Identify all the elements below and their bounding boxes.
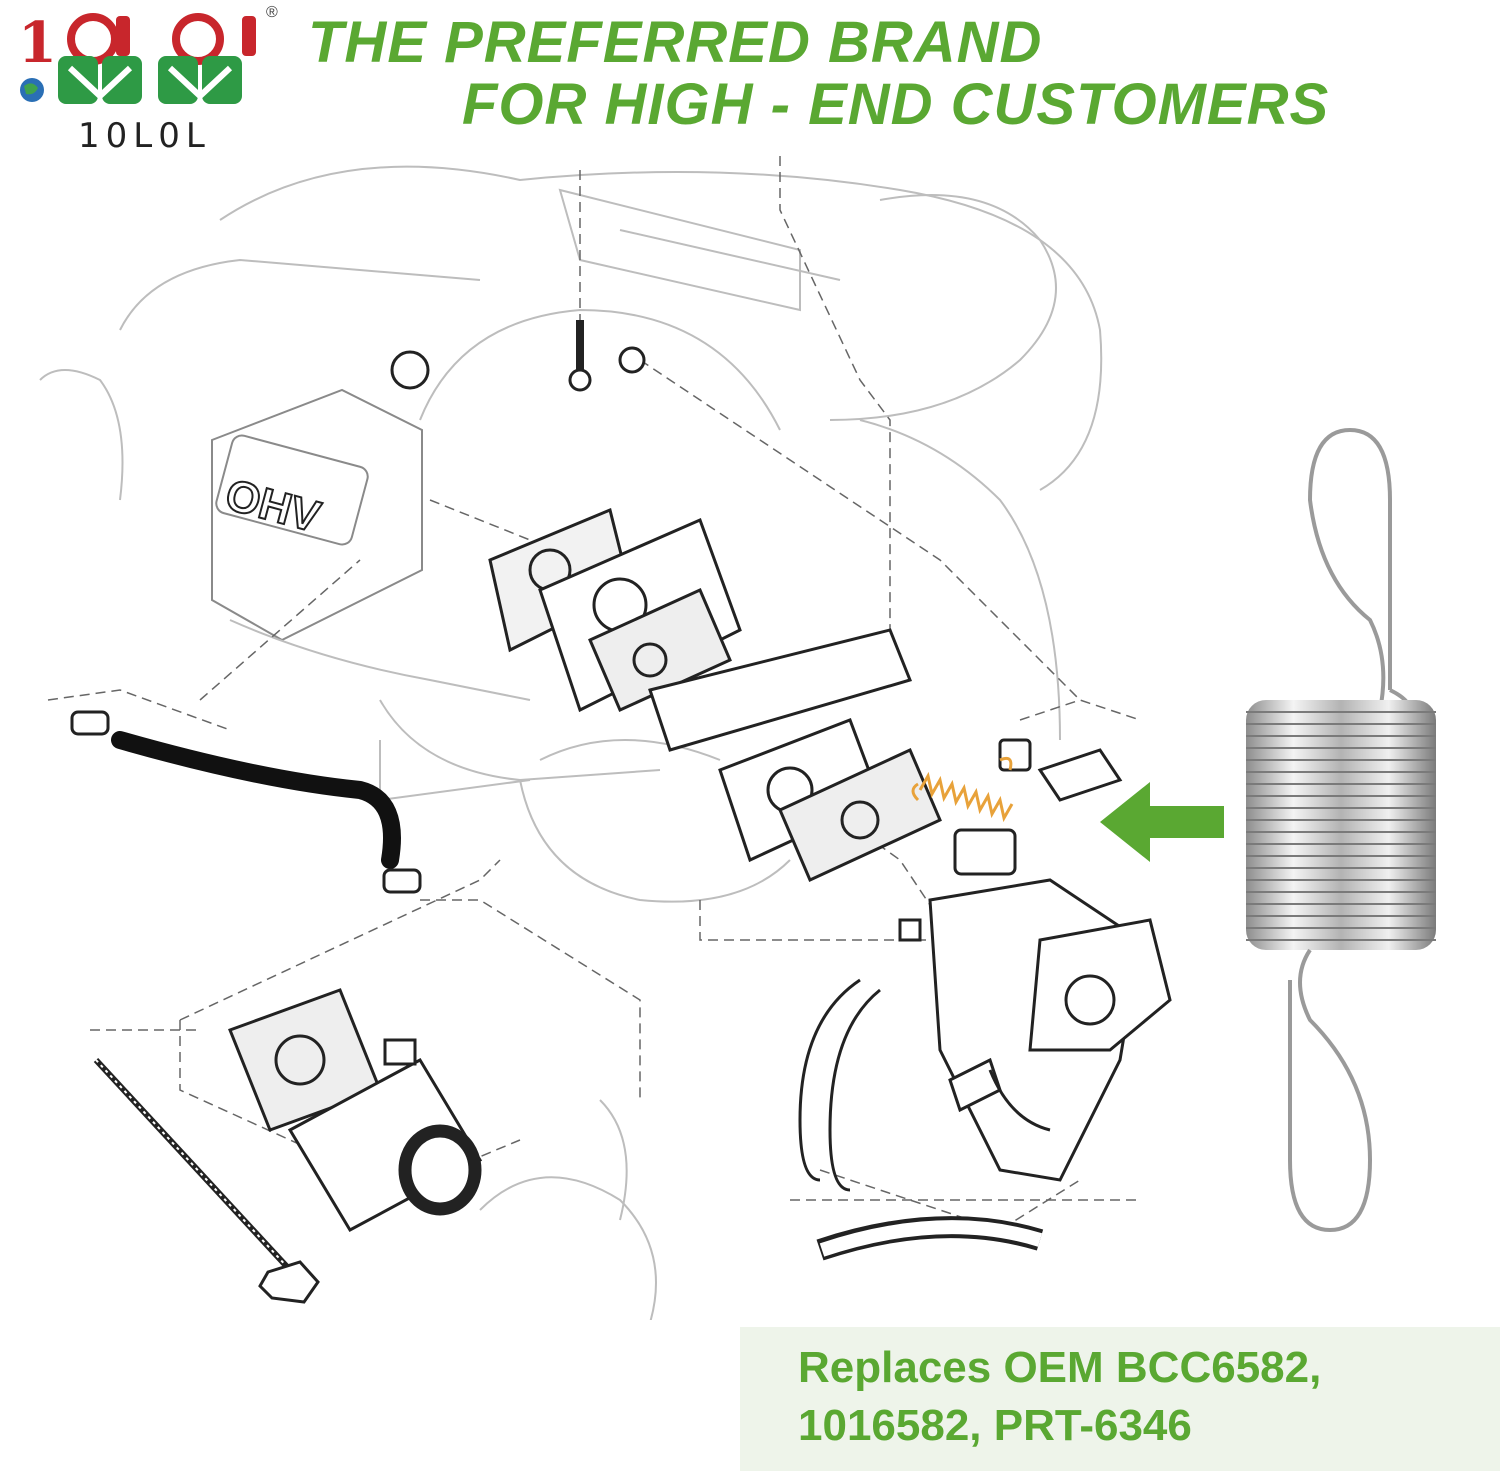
green-arrow-icon — [1100, 782, 1224, 862]
headline-line-2: FOR HIGH - END CUSTOMERS — [462, 72, 1330, 137]
registered-mark: ® — [266, 4, 278, 21]
brand-name: 10L0L — [78, 116, 211, 156]
replaces-oem-line-2: 1016582, PRT-6346 — [798, 1401, 1192, 1450]
logo-mark-icon: 1 — [18, 10, 256, 104]
replaces-oem-line-1: Replaces OEM BCC6582, — [798, 1343, 1322, 1392]
ohv-badge: OHV — [220, 470, 325, 542]
brand-logo: 1 10L0L ® — [8, 4, 288, 156]
svg-text:1: 1 — [18, 10, 57, 76]
headline-line-1: THE PREFERRED BRAND — [308, 10, 1043, 75]
replacement-info-panel — [740, 1327, 1500, 1471]
extension-spring-icon — [1246, 427, 1436, 1233]
engine-exploded-diagram: OHV — [39, 150, 1172, 1320]
highlighted-spring-icon — [911, 756, 1014, 823]
